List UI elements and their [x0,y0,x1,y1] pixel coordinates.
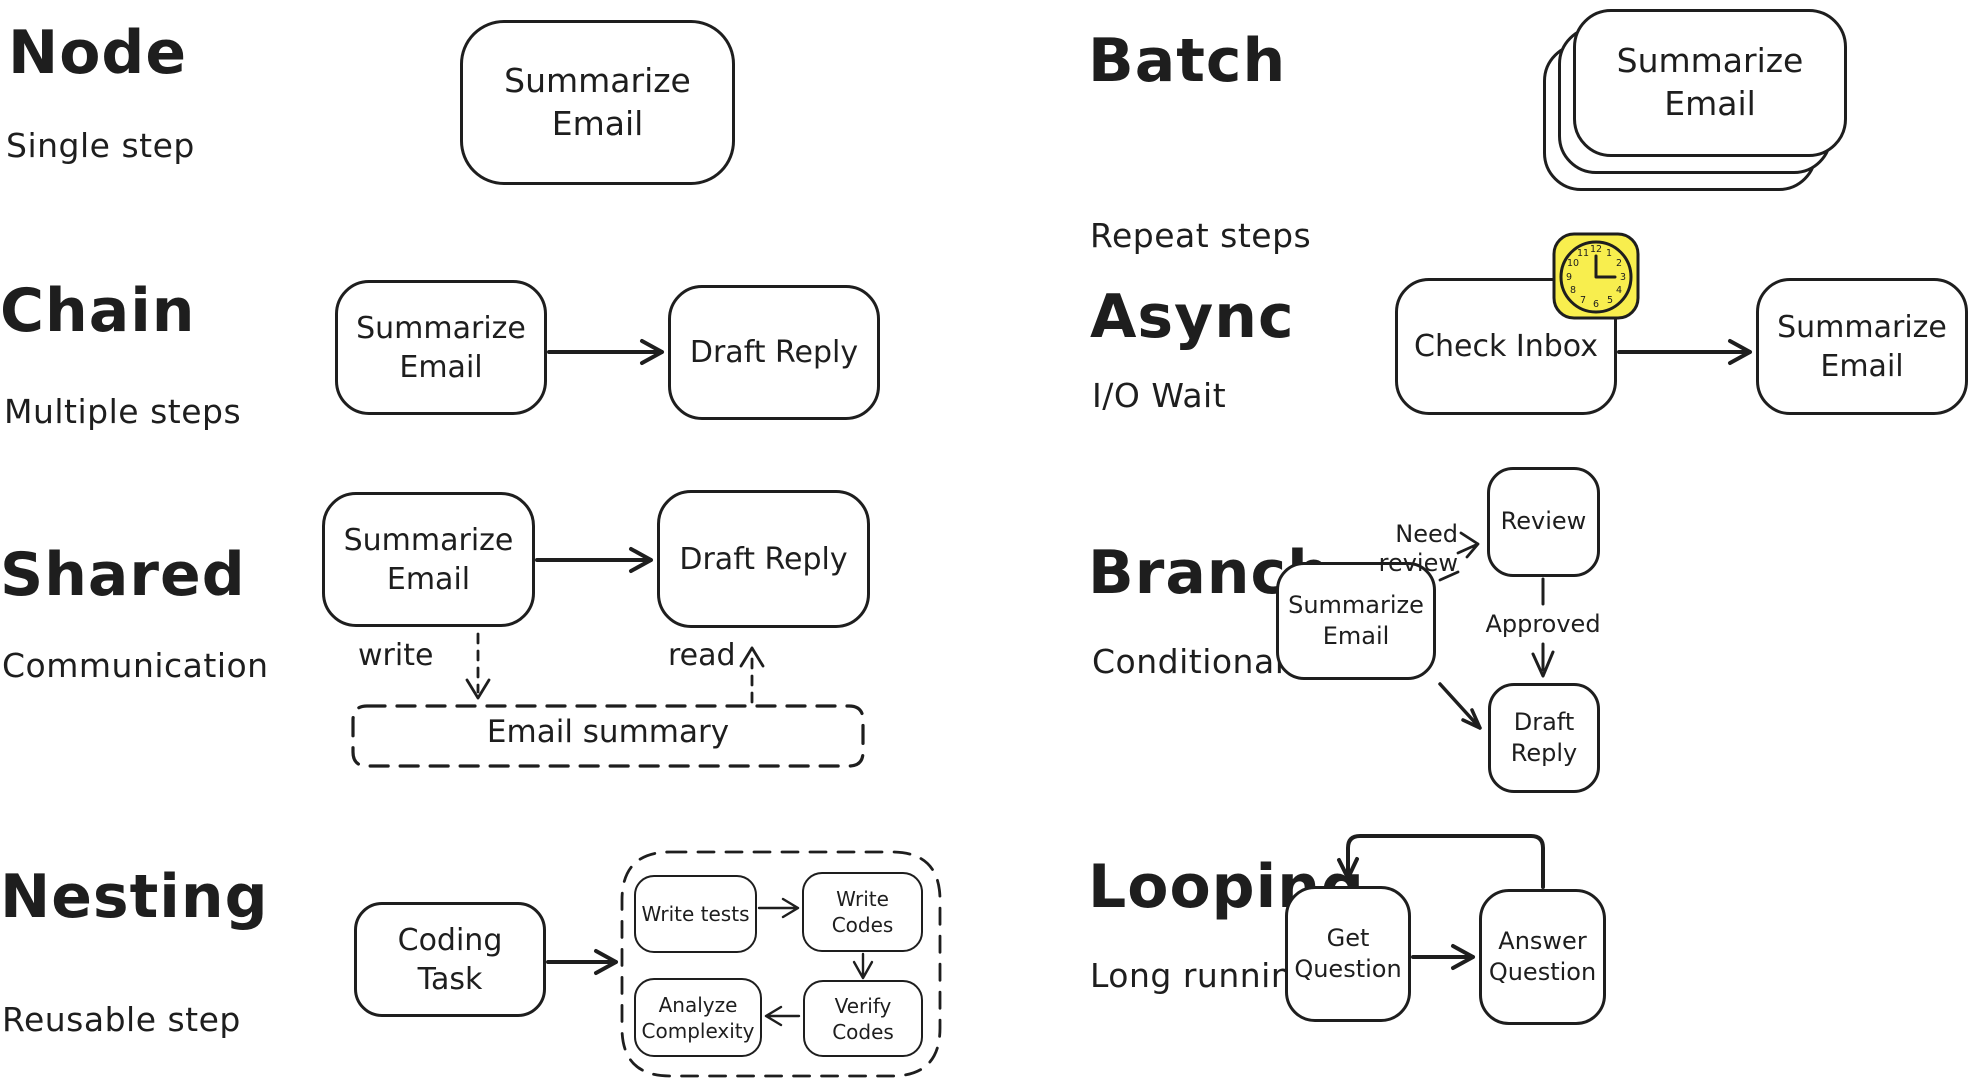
branch-need-review-label: Need review [1378,520,1458,577]
async-box2-label: Summarize Email [1777,309,1947,384]
branch-review-box: Review [1487,467,1600,577]
analyze-complexity-label: Analyze Complexity [641,992,755,1043]
write-tests-label: Write tests [641,902,750,926]
shared-summarize-email-box: Summarize Email [322,492,535,627]
shared-write-arrow [465,632,491,700]
node-summarize-email-box: Summarize Email [460,20,735,185]
shared-draft-reply-box: Draft Reply [657,490,870,628]
write-codes-label: Write Codes [831,887,894,937]
batch-card-label: Summarize Email [1616,41,1804,123]
branch-direct-arrow [1438,682,1482,730]
svg-text:9: 9 [1566,272,1572,283]
shared-store-label: Email summary [486,714,730,750]
nesting-coding-task-box: Coding Task [354,902,546,1017]
loop-back-arrow [1337,834,1545,889]
svg-text:7: 7 [1580,295,1586,306]
async-section-subtitle: I/O Wait [1092,376,1227,415]
async-section-title: Async [1090,282,1295,352]
batch-summarize-email-card: Summarize Email [1573,9,1847,157]
shared-box1-label: Summarize Email [343,522,514,597]
svg-text:4: 4 [1616,285,1622,296]
clock-hands [1594,254,1617,279]
chain-summarize-email-box: Summarize Email [335,280,547,415]
svg-text:2: 2 [1616,258,1622,269]
chain-box1-label: Summarize Email [356,310,526,385]
svg-text:10: 10 [1567,258,1579,269]
nesting-arrow [546,949,618,975]
nesting-analyze-complexity-box: Analyze Complexity [634,978,762,1057]
branch-box1-label: Summarize Email [1288,590,1424,650]
async-arrow [1617,339,1752,365]
looping-arrow [1411,944,1475,970]
shared-store-outline [351,704,865,768]
chain-section-subtitle: Multiple steps [4,392,242,431]
branch-box2-label: Review [1500,507,1587,536]
async-box1-label: Check Inbox [1414,329,1598,364]
verify-codes-label: Verify Codes [832,993,894,1044]
looping-box2-label: Answer Question [1488,926,1597,986]
svg-text:5: 5 [1607,295,1613,306]
shared-section-title: Shared [0,540,246,610]
node-section-subtitle: Single step [6,126,195,165]
shared-read-arrow [739,646,765,704]
chain-arrow [547,339,664,365]
shared-section-subtitle: Communication [2,646,269,685]
nesting-write-codes-box: Write Codes [802,872,923,952]
shared-read-label: read [668,638,736,673]
svg-text:11: 11 [1577,248,1589,259]
branch-need-review-arrow [1438,531,1480,582]
write-codes-to-verify-codes-arrow [852,952,874,980]
branch-summarize-email-box: Summarize Email [1276,562,1436,680]
chain-draft-reply-box: Draft Reply [668,285,880,420]
nesting-verify-codes-box: Verify Codes [803,980,923,1057]
shared-arrow [535,547,653,573]
svg-text:6: 6 [1593,299,1599,310]
looping-answer-question-box: Answer Question [1479,889,1606,1025]
branch-box3-label: Draft Reply [1510,707,1578,767]
svg-text:8: 8 [1570,285,1576,296]
chain-box2-label: Draft Reply [689,335,859,370]
verify-codes-to-analyze-complexity-arrow [764,1005,801,1027]
chain-section-title: Chain [0,276,196,346]
svg-text:12: 12 [1590,244,1602,255]
branch-approved-arrow [1531,577,1555,678]
node-box-label: Summarize Email [504,60,691,143]
looping-get-question-box: Get Question [1285,886,1411,1022]
nesting-write-tests-box: Write tests [634,875,757,953]
looping-box1-label: Get Question [1294,923,1402,983]
svg-text:3: 3 [1620,272,1626,283]
svg-text:1: 1 [1606,248,1612,259]
branch-draft-reply-box: Draft Reply [1488,683,1600,793]
node-section-title: Node [8,18,188,88]
nesting-section-title: Nesting [0,862,269,932]
branch-approved-label: Approved [1485,610,1601,638]
shared-write-label: write [358,638,434,673]
batch-section-subtitle: Repeat steps [1090,216,1312,255]
write-tests-to-write-codes-arrow [757,897,800,919]
nesting-group-outline [620,850,942,1078]
batch-section-title: Batch [1088,26,1287,96]
nesting-section-subtitle: Reusable step [2,1000,241,1039]
nesting-box-label: Coding Task [397,922,503,997]
async-summarize-email-box: Summarize Email [1756,278,1968,415]
shared-box2-label: Draft Reply [679,541,848,577]
